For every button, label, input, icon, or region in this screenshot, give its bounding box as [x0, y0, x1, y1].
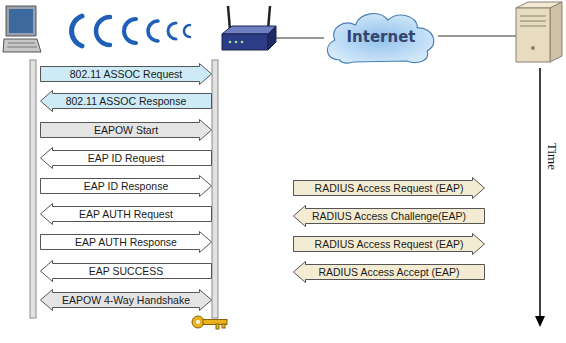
message-arrow: EAP AUTH Request	[40, 203, 212, 225]
wireless-waves	[72, 16, 190, 46]
cloud-label: Internet	[346, 30, 415, 45]
lifeline	[30, 60, 36, 318]
arrow-outline	[41, 204, 212, 225]
key-icon	[216, 324, 219, 329]
router-icon	[222, 26, 276, 34]
internet-cloud: Internet	[322, 8, 440, 66]
arrow-outline	[294, 234, 485, 255]
message-arrow: EAP SUCCESS	[40, 260, 212, 282]
message-label: 802.11 ASSOC Response	[66, 96, 187, 107]
message-arrow: EAPOW 4-Way Handshake	[40, 289, 212, 311]
time-arrowhead	[535, 316, 545, 327]
network-wire	[438, 36, 516, 37]
server-icon	[516, 8, 550, 62]
message-label: EAP SUCCESS	[89, 266, 164, 277]
message-label: RADIUS Access Accept (EAP)	[318, 267, 459, 278]
axis-label: Time	[546, 131, 559, 183]
wireless-waves	[148, 21, 158, 41]
message-label: EAP AUTH Request	[79, 209, 173, 220]
router-icon	[222, 34, 268, 50]
server-icon	[531, 46, 535, 50]
key-icon	[196, 320, 200, 324]
message-label: RADIUS Access Request (EAP)	[315, 239, 464, 250]
message-label: EAP ID Request	[88, 153, 164, 164]
server-icon	[520, 21, 546, 22]
laptop-icon	[3, 6, 41, 52]
arrow-outline	[41, 148, 212, 169]
wireless-waves	[184, 25, 190, 37]
server-icon	[520, 16, 546, 17]
message-arrow: EAP ID Response	[40, 175, 212, 197]
message-arrow: RADIUS Access Request (EAP)	[293, 177, 485, 199]
laptop-icon	[7, 47, 37, 48]
arrow-outline	[41, 232, 212, 253]
message-label: EAP AUTH Response	[75, 237, 177, 248]
laptop-icon	[6, 6, 36, 36]
server-icon	[550, 2, 562, 62]
key-icon	[222, 324, 225, 328]
arrow-outline	[294, 178, 485, 199]
server-icon	[516, 2, 562, 62]
laptop-icon	[8, 43, 35, 44]
message-label: EAPOW 4-Way Handshake	[62, 295, 190, 306]
arrow-outline	[41, 261, 212, 282]
message-arrow: EAP ID Request	[40, 147, 212, 169]
arrow-outline	[41, 290, 212, 311]
arrow-outline	[41, 176, 212, 197]
lifeline	[212, 60, 218, 318]
arrow-outline	[294, 262, 485, 283]
arrow-outline	[294, 206, 485, 227]
laptop-icon	[9, 9, 33, 33]
wireless-waves	[72, 16, 82, 46]
message-arrow: RADIUS Access Request (EAP)	[293, 233, 485, 255]
message-arrow: EAP AUTH Response	[40, 231, 212, 253]
server-icon	[520, 26, 546, 27]
message-arrow: EAPOW Start	[40, 119, 212, 141]
router-icon	[229, 41, 232, 44]
message-arrow: 802.11 ASSOC Request	[40, 63, 212, 85]
laptop-icon	[3, 39, 41, 52]
wireless-waves	[168, 23, 176, 39]
router-icon	[235, 41, 238, 44]
message-arrow: RADIUS Access Accept (EAP)	[293, 261, 485, 283]
time-axis	[539, 68, 541, 318]
key-icon	[192, 316, 227, 329]
arrow-outline	[41, 120, 212, 141]
router-icon	[228, 6, 230, 30]
wireless-waves	[124, 19, 136, 43]
message-label: RADIUS Access Challenge(EAP)	[312, 211, 466, 222]
message-label: EAP ID Response	[84, 181, 168, 192]
wireless-waves	[96, 17, 110, 45]
arrow-outline	[41, 64, 212, 85]
message-arrow: 802.11 ASSOC Response	[40, 90, 212, 112]
router-icon	[222, 6, 276, 50]
arrow-outline	[41, 91, 212, 112]
message-label: 802.11 ASSOC Request	[70, 69, 182, 80]
network-wire	[276, 38, 324, 39]
message-label: EAPOW Start	[94, 125, 158, 136]
key-icon	[192, 316, 204, 328]
message-arrow: RADIUS Access Challenge(EAP)	[293, 205, 485, 227]
cloud-outline	[327, 14, 433, 63]
router-icon	[268, 26, 276, 50]
message-label: RADIUS Access Request (EAP)	[315, 183, 464, 194]
router-icon	[241, 41, 244, 44]
